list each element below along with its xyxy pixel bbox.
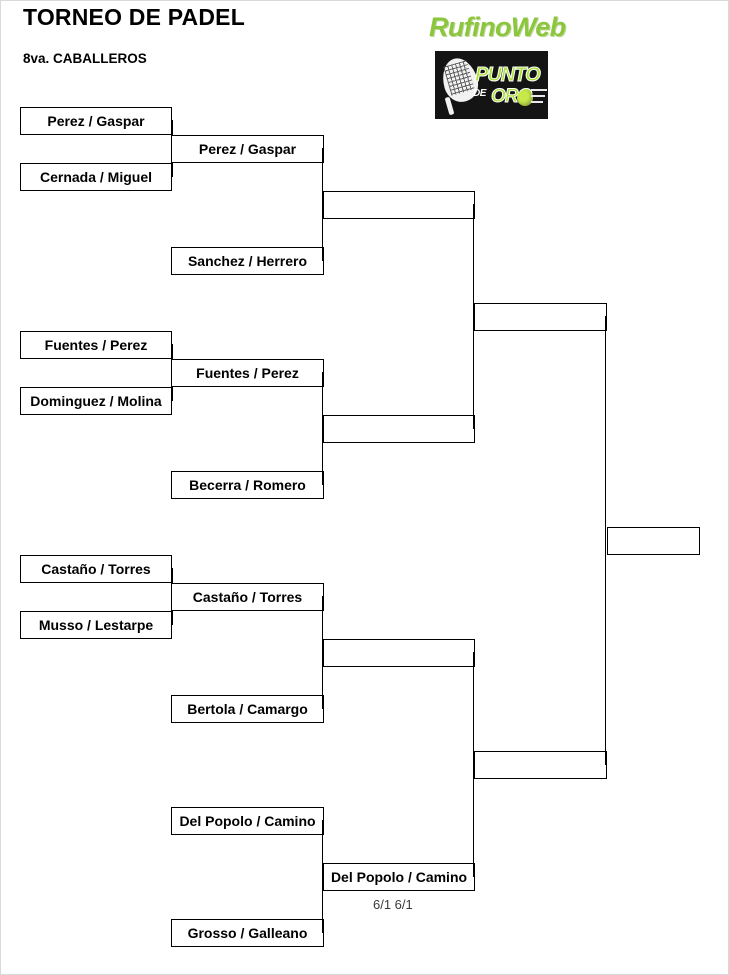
bracket-slot-r2-s4[interactable]: Becerra / Romero — [171, 471, 324, 499]
bracket-slot-r3-s2[interactable] — [323, 415, 475, 443]
connector-r2-m3 — [322, 596, 324, 709]
connector-r4-final — [605, 316, 607, 765]
connector-r2-m1 — [322, 148, 324, 261]
bracket-slot-r4-s2[interactable] — [474, 751, 607, 779]
bracket-slot-r4-s1[interactable] — [474, 303, 607, 331]
connector-r3-m1 — [473, 204, 475, 429]
bracket-slot-r1-m3-t2[interactable]: Musso / Lestarpe — [20, 611, 172, 639]
connector-r2-m4 — [322, 820, 324, 933]
match-score-r3-s4: 6/1 6/1 — [373, 897, 413, 912]
bracket-slot-r3-s1[interactable] — [323, 191, 475, 219]
punto-de-oro-logo: PUNTO DE ORO — [435, 51, 548, 119]
bracket-slot-r2-s5[interactable]: Castaño / Torres — [171, 583, 324, 611]
bracket-slot-r2-s8[interactable]: Grosso / Galleano — [171, 919, 324, 947]
bracket-slot-r2-s1[interactable]: Perez / Gaspar — [171, 135, 324, 163]
page-title: TORNEO DE PADEL — [23, 4, 245, 30]
tennis-ball-icon — [517, 90, 533, 106]
connector-r3-m2 — [473, 652, 475, 877]
sponsor-word-punto: PUNTO — [475, 64, 542, 87]
motion-streak-icon — [531, 101, 543, 103]
bracket-slot-r1-m2-t2[interactable]: Dominguez / Molina — [20, 387, 172, 415]
motion-streak-icon — [531, 89, 547, 91]
bracket-slot-r1-m1-t1[interactable]: Perez / Gaspar — [20, 107, 172, 135]
bracket-slot-r2-s6[interactable]: Bertola / Camargo — [171, 695, 324, 723]
bracket-slot-r1-m1-t2[interactable]: Cernada / Miguel — [20, 163, 172, 191]
bracket-slot-final-champion[interactable] — [607, 527, 700, 555]
bracket-slot-r1-m3-t1[interactable]: Castaño / Torres — [20, 555, 172, 583]
bracket-slot-r2-s3[interactable]: Fuentes / Perez — [171, 359, 324, 387]
connector-r2-m2 — [322, 372, 324, 485]
sponsor-word-de: DE — [473, 88, 486, 99]
bracket-slot-r3-s4[interactable]: Del Popolo / Camino — [323, 863, 475, 891]
bracket-slot-r3-s3[interactable] — [323, 639, 475, 667]
motion-streak-icon — [531, 95, 545, 97]
rufinoweb-logo: RufinoWeb — [429, 12, 566, 42]
bracket-slot-r2-s7[interactable]: Del Popolo / Camino — [171, 807, 324, 835]
tournament-category-label: 8va. CABALLEROS — [23, 51, 147, 66]
bracket-slot-r2-s2[interactable]: Sanchez / Herrero — [171, 247, 324, 275]
bracket-slot-r1-m2-t1[interactable]: Fuentes / Perez — [20, 331, 172, 359]
